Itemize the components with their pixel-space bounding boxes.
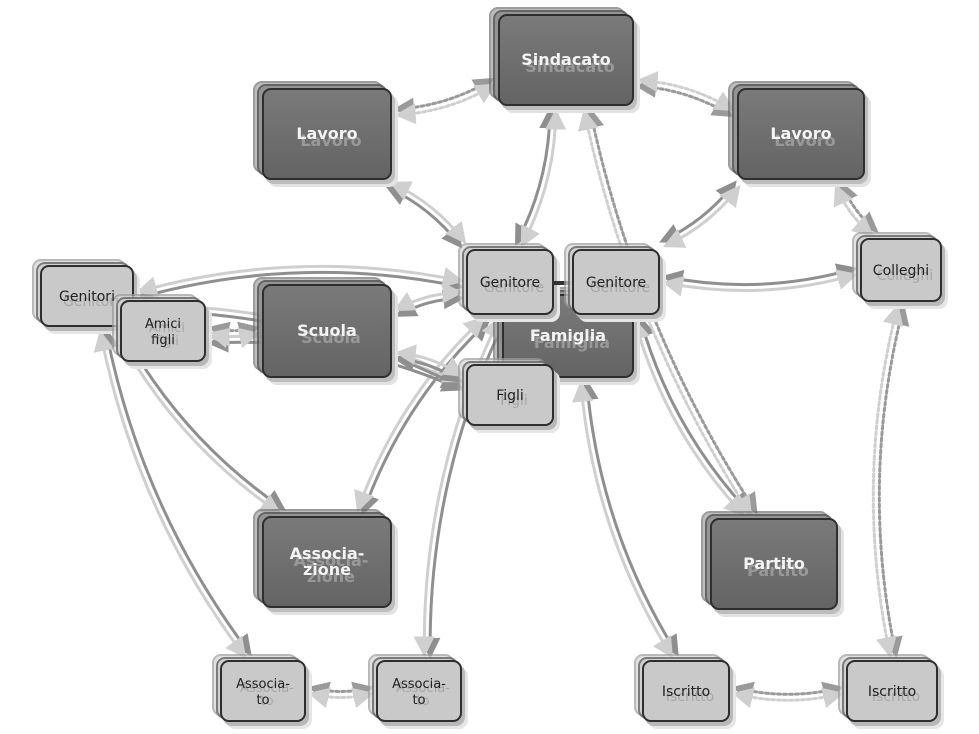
node-iscritto-left-ghost-label: Iscritto (665, 689, 715, 705)
node-figli-label: Figli (496, 388, 524, 404)
node-lavoro-left-label: Lavoro (296, 124, 358, 143)
node-lavoro-left-ghost-label: Lavoro (300, 131, 362, 150)
node-iscritto-right-label: Iscritto (867, 684, 917, 700)
edge-figli-to-scuola (392, 344, 465, 383)
edge-iscritto-left-to-iscritto-right (731, 681, 845, 709)
node-iscritto-left[interactable]: Iscritto Iscritto (634, 654, 730, 722)
node-scuola[interactable]: Scuola Scuola (253, 277, 392, 378)
node-associato-right-ghost-label: Associa- to (396, 681, 450, 709)
node-colleghi[interactable]: Colleghi Colleghi (852, 232, 942, 302)
node-lavoro-left[interactable]: Lavoro Lavoro (253, 81, 392, 180)
edge-genitore-left-to-sindacato (514, 107, 567, 248)
node-colleghi-label: Colleghi (872, 263, 930, 279)
edge-famiglia-to-iscritto-left (572, 378, 679, 659)
node-genitore-left-ghost-label: Genitore (483, 280, 545, 296)
node-lavoro-right[interactable]: Lavoro Lavoro (728, 81, 865, 180)
node-genitore-right-label: Genitore (585, 275, 647, 291)
edge-colleghi-to-iscritto-right (871, 303, 910, 659)
edge-genitore-right-to-lavoro-right (659, 180, 741, 248)
node-amici-figli[interactable]: Amici figli Amici figli (112, 294, 206, 362)
node-famiglia-label: Famiglia (529, 326, 607, 345)
node-lavoro-right-label: Lavoro (770, 124, 832, 143)
edge-lavoro-left-to-sindacato (392, 77, 497, 125)
node-associazione-label: Associa- zione (289, 544, 365, 579)
node-famiglia[interactable]: Famiglia Famiglia (493, 287, 634, 378)
edge-genitore-right-to-partito (629, 315, 751, 517)
node-associato-left-ghost-label: Associa- to (240, 681, 294, 709)
node-associazione-ghost-label: Associa- zione (293, 551, 369, 586)
node-genitore-right[interactable]: Genitore Genitore (564, 243, 660, 315)
edge-lavoro-right-to-sindacato (634, 71, 736, 117)
edge-lavoro-right-to-colleghi (833, 180, 879, 237)
node-colleghi-ghost-label: Colleghi (876, 268, 934, 284)
edge-genitore-right-to-colleghi (661, 263, 859, 297)
node-iscritto-left-label: Iscritto (661, 684, 711, 700)
node-associazione[interactable]: Associa- zione Associa- zione (253, 509, 392, 608)
node-genitore-left-label: Genitore (479, 275, 541, 291)
genitori-couple-connector (552, 281, 572, 285)
node-partito-label: Partito (743, 554, 805, 573)
node-scuola-label: Scuola (297, 321, 357, 340)
edge-sindacato-to-partito (577, 106, 758, 517)
node-iscritto-right-ghost-label: Iscritto (871, 689, 921, 705)
node-sindacato[interactable]: Sindacato Sindacato (489, 7, 634, 106)
node-figli[interactable]: Figli Figli (458, 358, 554, 426)
node-sindacato-label: Sindacato (521, 50, 611, 69)
node-sindacato-ghost-label: Sindacato (525, 57, 615, 76)
node-partito[interactable]: Partito Partito (701, 511, 838, 610)
node-genitore-left[interactable]: Genitore Genitore (458, 243, 554, 315)
node-figli-ghost-label: Figli (500, 393, 528, 409)
node-genitori-ghost-label: Genitori (63, 294, 119, 310)
node-associato-left-label: Associa- to (236, 677, 290, 708)
edge-genitori-to-associato-left (93, 327, 252, 659)
node-genitori-label: Genitori (59, 289, 115, 305)
node-associato-left[interactable]: Associa- to Associa- to (212, 654, 306, 722)
node-associato-right[interactable]: Associa- to Associa- to (368, 654, 462, 722)
node-partito-ghost-label: Partito (747, 561, 809, 580)
edge-associato-left-to-associato-right (307, 681, 375, 709)
node-associato-right-label: Associa- to (392, 677, 446, 708)
edge-genitore-left-to-lavoro-left (385, 181, 467, 249)
edge-genitore-left-to-genitori (135, 264, 465, 303)
edge-genitore-left-to-scuola (393, 282, 465, 317)
node-iscritto-right[interactable]: Iscritto Iscritto (838, 654, 938, 722)
node-lavoro-right-ghost-label: Lavoro (774, 131, 836, 150)
edge-amici-figli-to-scuola (207, 321, 261, 349)
